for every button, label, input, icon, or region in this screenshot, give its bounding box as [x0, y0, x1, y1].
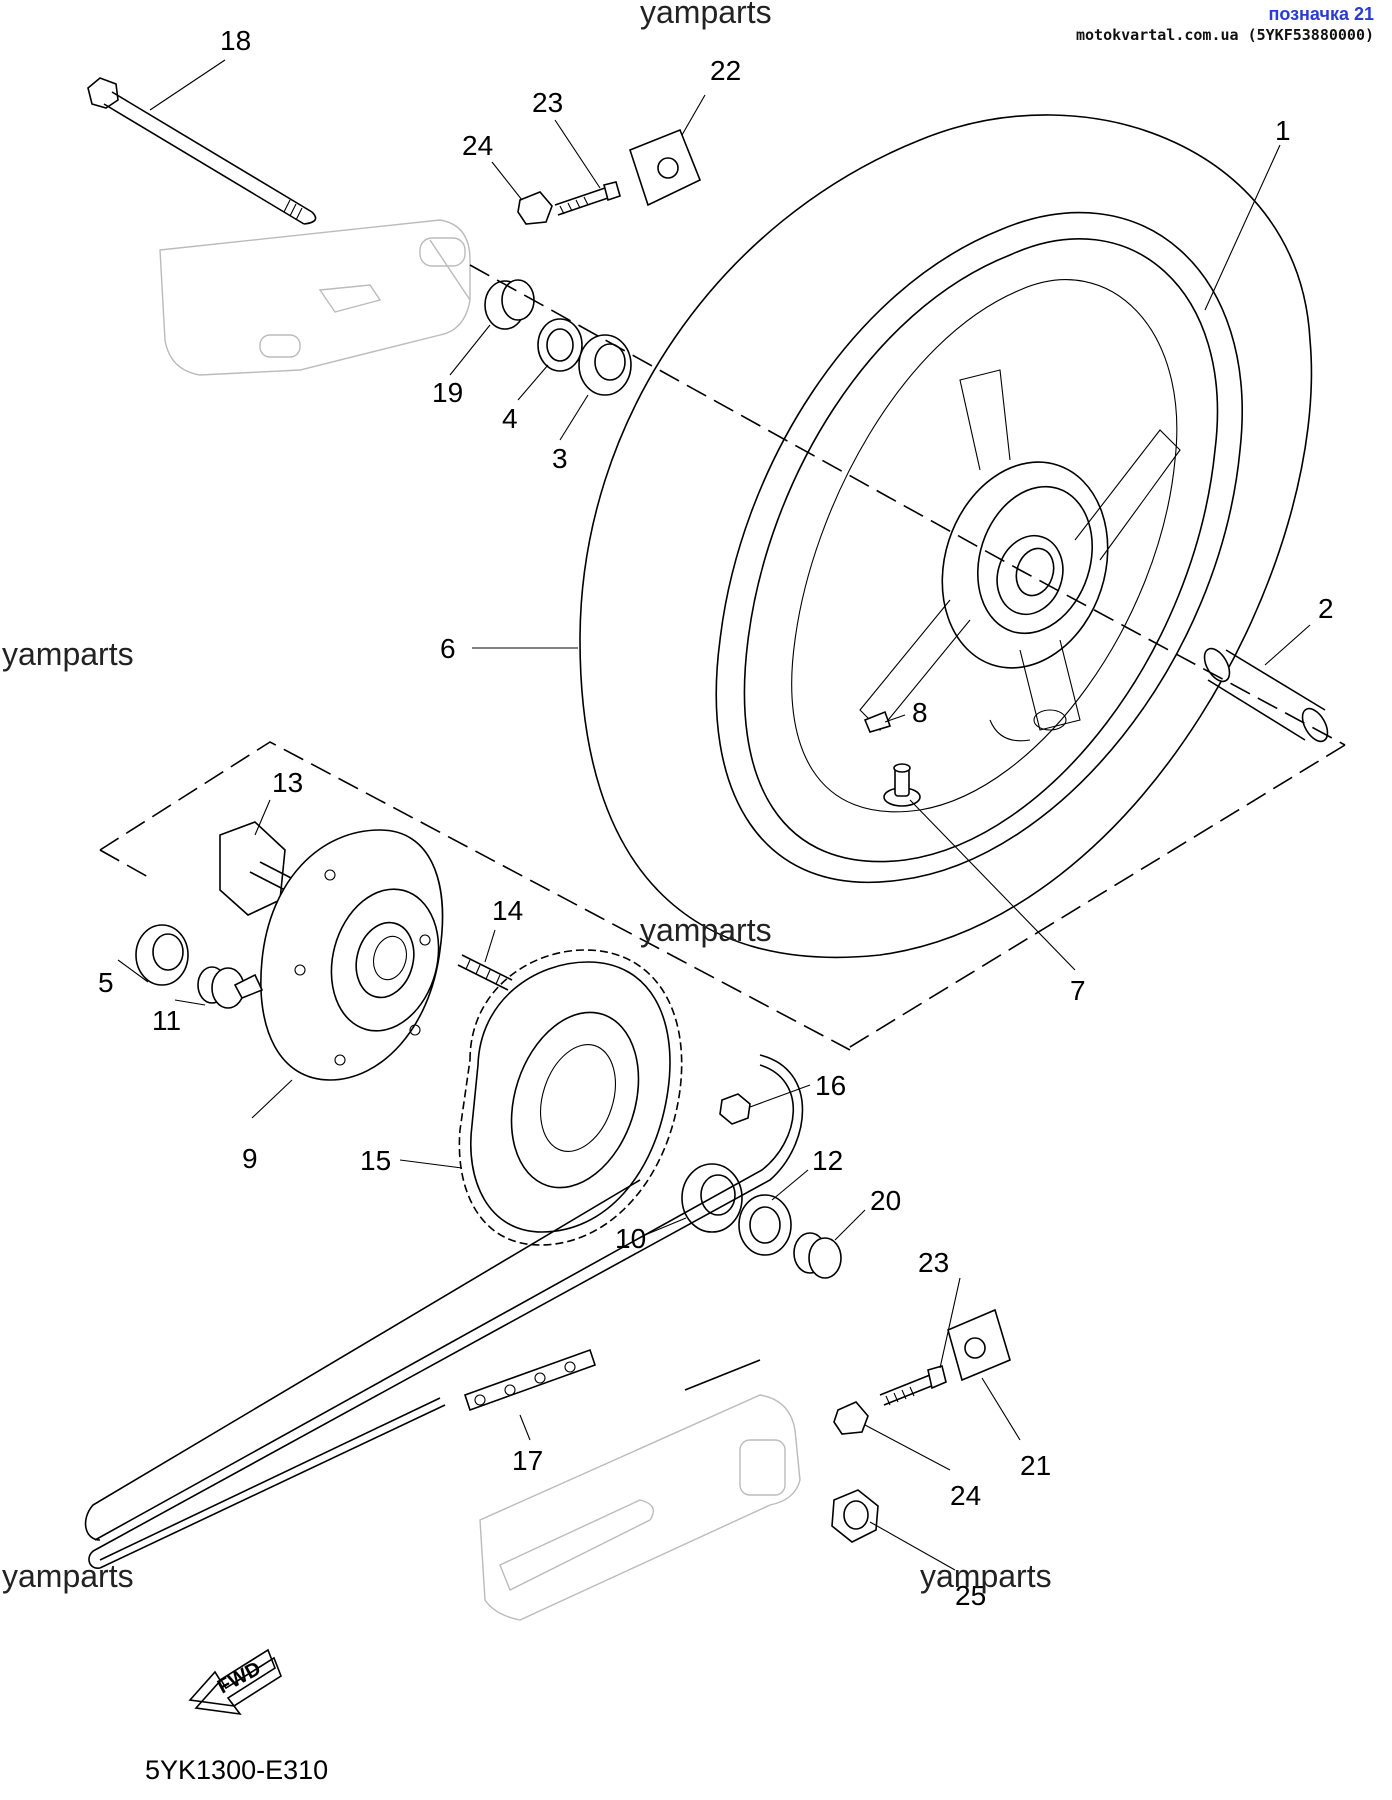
callout-20: 20 [870, 1185, 901, 1216]
watermark: yamparts [640, 912, 772, 948]
valve-7 [883, 763, 921, 807]
rear-sprocket-15 [458, 949, 683, 1246]
sprocket-hub-9 [233, 829, 444, 1081]
callout-23-top: 23 [532, 87, 563, 118]
bearing-3 [578, 334, 632, 396]
callout-16: 16 [815, 1070, 846, 1101]
callout-12: 12 [812, 1145, 843, 1176]
callout-21: 21 [1020, 1450, 1051, 1481]
locknut-top [517, 191, 553, 225]
watermark: yamparts [640, 0, 772, 30]
watermark: yamparts [920, 1558, 1052, 1594]
adjusting-bolt-bottom [879, 1365, 947, 1406]
callout-11: 11 [152, 1005, 181, 1036]
oil-seal-12 [738, 1194, 792, 1256]
swingarm-right-part [479, 1359, 801, 1621]
watermark: yamparts [2, 1558, 134, 1594]
spacer-2 [1203, 647, 1329, 743]
swingarm-left-part [159, 219, 471, 376]
bearing-5 [135, 924, 189, 986]
collar-19 [484, 279, 535, 330]
callout-4: 4 [502, 403, 518, 434]
watermark: yamparts [2, 636, 134, 672]
callout-2: 2 [1318, 593, 1334, 624]
callout-14: 14 [492, 895, 523, 926]
source-reference: motokvartal.com.ua (5YKF53880000) [1075, 26, 1374, 44]
callout-10: 10 [615, 1223, 646, 1254]
callout-23-bottom: 23 [918, 1247, 949, 1278]
leader-lines [117, 59, 1311, 1571]
callout-5: 5 [98, 967, 114, 998]
callout-24-top: 24 [462, 130, 493, 161]
fwd-label: FWD [214, 1658, 265, 1699]
callout-1: 1 [1275, 115, 1291, 146]
callout-numbers: 18 22 23 24 1 19 4 3 2 6 8 13 14 7 5 11 … [98, 25, 1334, 1611]
oil-seal-4 [537, 318, 583, 372]
callout-22: 22 [710, 55, 741, 86]
callout-15: 15 [360, 1145, 391, 1176]
collar-20 [793, 1232, 842, 1279]
diagram-code: 5YK1300-E310 [145, 1755, 329, 1785]
callout-7: 7 [1070, 975, 1086, 1006]
callout-6: 6 [440, 633, 456, 664]
chain-joint-17 [463, 1348, 597, 1412]
callout-18: 18 [220, 25, 251, 56]
callout-25: 25 [955, 1580, 986, 1611]
rear-tire-part [579, 114, 1313, 959]
callout-9: 9 [242, 1143, 258, 1174]
chain-adjuster-plate-top [629, 128, 702, 207]
callout-17: 17 [512, 1445, 543, 1476]
callout-19: 19 [432, 377, 463, 408]
nut-16 [719, 1093, 751, 1125]
locknut-bottom [833, 1401, 869, 1435]
balance-weight-8 [863, 710, 892, 733]
callout-8: 8 [912, 697, 928, 728]
forward-arrow-icon: FWD [188, 1648, 282, 1716]
drive-chain-outline [84, 1054, 804, 1569]
adjusting-bolt-top [554, 181, 621, 216]
callout-13: 13 [272, 767, 303, 798]
damper-13 [219, 821, 296, 916]
part-reference-tag: позначка 21 [1268, 4, 1374, 24]
stud-bolt-14 [457, 954, 513, 991]
chain-adjuster-plate-bottom [947, 1308, 1011, 1382]
callout-3: 3 [552, 443, 568, 474]
callout-24-bottom: 24 [950, 1480, 981, 1511]
axle-nut-25 [831, 1489, 879, 1543]
rear-axle-part [87, 77, 317, 225]
